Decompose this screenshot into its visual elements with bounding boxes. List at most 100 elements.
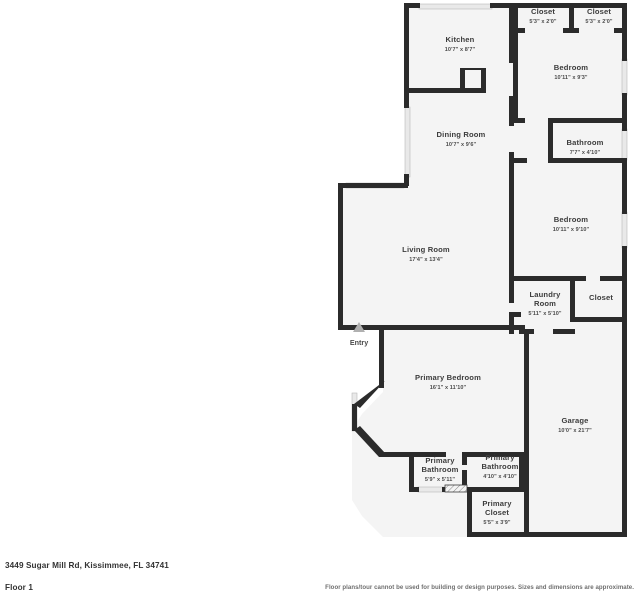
wall-kitchen-pantry-right [481,68,486,93]
wall-primary-top [379,325,525,330]
wall-bedroom2-left [509,152,514,280]
wall-kitchen-top-left-stub [404,3,420,8]
caption-bar: 3449 Sugar Mill Rd, Kissimmee, FL 34741 … [0,552,639,600]
threshold-hatch [444,484,468,493]
wall-bay-angle-lower [354,426,385,457]
room-label-bathroom: Bathroom 7'7" x 4'10" [566,138,603,156]
room-name-line2: Bathroom [421,465,458,474]
wall-bathroom-bottom-stub [513,158,527,163]
room-label-primary-bathroom-1: Primary Bathroom 5'9" x 5'11" [421,456,458,483]
wall-closet3-bottom [570,317,627,322]
wall-exterior-right-a [622,93,627,131]
wall-pbath2-right [519,457,524,487]
room-dimensions: 10'0" x 21'7" [558,428,592,434]
wall-kitchen-top-right-stub [490,3,513,8]
room-name: Closet [589,293,613,302]
room-label-laundry-room: Laundry Room 5'11" x 5'10" [528,290,561,317]
room-label-garage: Garage 10'0" x 21'7" [558,416,592,434]
room-name: Primary [425,456,455,465]
wall-pcloset-bottom [467,532,524,537]
room-dimensions: 16'1" x 11'10" [430,385,467,391]
room-labels-group: Kitchen 10'7" x 8'7" Closet 5'3" x 2'0" … [402,7,613,526]
room-dimensions: 7'7" x 4'10" [570,150,601,156]
window-kitchen-top [418,3,493,10]
room-name: Bathroom [566,138,603,147]
wall-pbath1-right-b [462,470,467,492]
room-label-bedroom-2: Bedroom 10'11" x 9'10" [553,215,590,233]
wall-laundry-left-b [509,312,514,334]
wall-kitchen-left [404,3,409,108]
wall-bedroom2-bottom-a [509,276,586,281]
entry-marker-group[interactable]: Entry [350,322,368,347]
floor-plan-canvas[interactable]: Entry Kitchen 10'7" x 8'7" Closet 5'3" x… [0,0,639,552]
room-name: Closet [531,7,555,16]
disclaimer-text: Floor plans/tour cannot be used for buil… [325,584,634,591]
room-name: Closet [587,7,611,16]
room-dimensions: 5'3" x 2'0" [585,19,613,25]
entry-label: Entry [350,338,368,347]
room-label-bedroom-1: Bedroom 10'11" x 9'3" [554,63,588,81]
room-name: Kitchen [446,35,475,44]
wall-closet-bottom-right [614,28,627,33]
room-label-closet-3: Closet [589,293,613,302]
wall-kitchen-bottom [404,88,481,93]
wall-closet-bottom-left [513,28,525,33]
wall-bay-angle-upper [354,381,385,408]
wall-primary-bottom-b [466,452,524,457]
room-label-primary-bedroom: Primary Bedroom 16'1" x 11'10" [415,373,481,391]
window-primary-bath-bottom [417,486,445,493]
window-bathroom-right [621,128,628,161]
room-name-line2: Bathroom [481,462,518,471]
wall-primary-bed-left [379,325,384,388]
room-dimensions: 5'9" x 5'11" [425,477,455,483]
wall-bedroom1-bottom-right [549,118,627,123]
wall-bedroom1-bottom-left [513,118,525,123]
entry-triangle-icon [353,322,365,332]
room-name: Living Room [402,245,450,254]
wall-bedroom1-left [513,33,518,122]
wall-garage-bottom [524,532,627,537]
wall-laundry-bottom-b [553,329,575,334]
room-name: Garage [561,416,588,425]
room-name: Primary [485,453,515,462]
room-dimensions: 4'10" x 4'10" [483,474,517,480]
window-dining-left [404,106,411,178]
wall-bay-left [352,404,357,431]
room-label-closet-1: Closet 5'3" x 2'0" [529,7,557,25]
room-name: Bedroom [554,215,588,224]
wall-dining-right-upper [509,3,514,63]
wall-laundry-right [570,281,575,322]
room-label-kitchen: Kitchen 10'7" x 8'7" [445,35,476,53]
wall-pbath2-bottom [467,487,524,492]
room-label-primary-closet: Primary Closet 5'5" x 3'9" [482,499,512,526]
room-label-closet-2: Closet 5'3" x 2'0" [585,7,613,25]
room-dimensions: 5'3" x 2'0" [529,19,557,25]
wall-kitchen-pantry-left [460,68,465,93]
wall-exterior-right-c [622,246,627,537]
wall-laundry-left [509,281,514,303]
wall-dining-right-lower [509,96,514,126]
room-dimensions: 10'7" x 9'6" [446,142,477,148]
room-name: Primary [482,499,512,508]
wall-closet-left [513,3,518,33]
wall-kitchen-pantry-top [460,68,486,70]
window-bedroom2-right [621,211,628,249]
wall-bedroom2-bottom-b [600,276,627,281]
wall-living-top [338,183,408,188]
room-dimensions: 5'5" x 3'9" [483,520,511,526]
wall-bathroom-bottom [548,158,627,163]
floor-label: Floor 1 [5,583,33,592]
wall-bathroom-left [548,118,553,158]
floor-plan-svg[interactable]: Entry Kitchen 10'7" x 8'7" Closet 5'3" x… [0,0,639,552]
floor-fills [338,4,627,537]
wall-pbath1-right [462,452,467,465]
wall-exterior-right-b [622,158,627,214]
room-name-line2: Room [534,299,556,308]
wall-dining-left-lower [404,174,409,186]
room-name: Laundry [529,290,561,299]
wall-pbath1-bottom-left [409,487,419,492]
room-label-primary-bathroom-2: Primary Bathroom 4'10" x 4'10" [481,453,518,480]
room-dimensions: 10'7" x 8'7" [445,47,476,53]
wall-closet-bottom-mid [563,28,579,33]
property-address: 3449 Sugar Mill Rd, Kissimmee, FL 34741 [5,561,169,570]
